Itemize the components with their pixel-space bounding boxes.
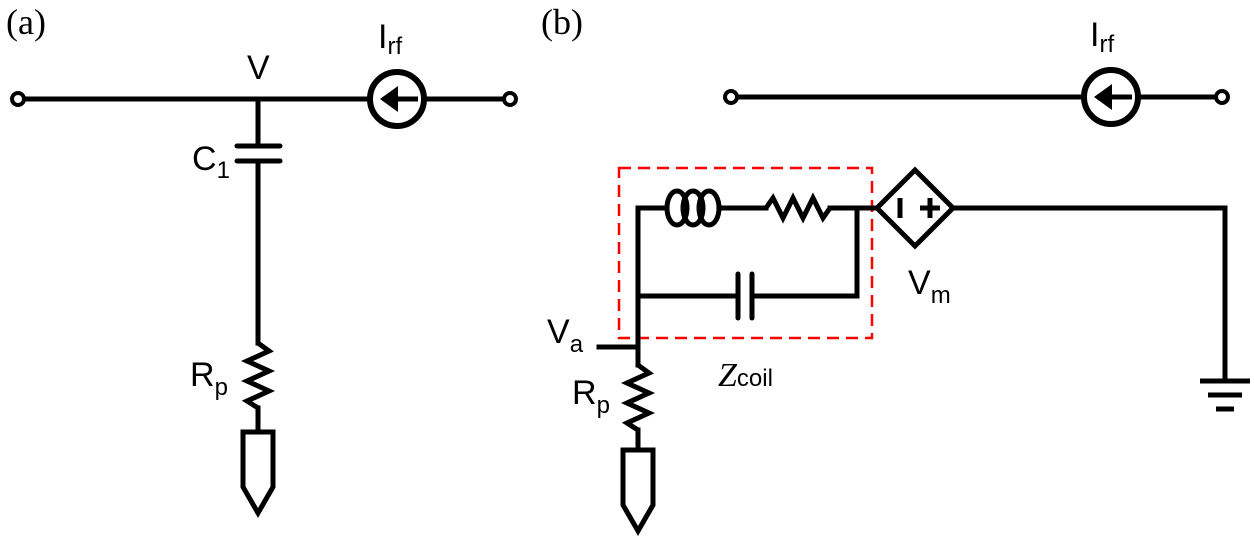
panel-a: (a) V Irf C1 Rp <box>6 2 518 519</box>
arrow-left-icon <box>380 86 398 112</box>
panel-b-coil-box <box>617 166 874 340</box>
panel-a-probe <box>240 429 276 519</box>
arrow-left-icon <box>1094 84 1112 110</box>
panel-a-capacitor-label: C1 <box>192 140 230 184</box>
panel-b-resistor <box>620 362 656 433</box>
panel-b-tag: (b) <box>541 2 583 42</box>
panel-b-probe <box>620 447 656 537</box>
panel-a-resistor <box>240 340 276 411</box>
panel-b-right-terminal <box>1214 89 1230 105</box>
panel-a-left-terminal <box>10 91 26 107</box>
panel-b-va-label: Va <box>547 313 584 358</box>
panel-a-current-source <box>367 69 427 129</box>
panel-b: (b) Irf <box>541 2 1250 537</box>
panel-a-right-terminal <box>502 91 518 107</box>
panel-b-coil-label: Zcoil <box>718 357 773 394</box>
panel-a-source-label: Irf <box>378 18 402 60</box>
panel-a-node-label: V <box>247 49 270 87</box>
panel-b-left-terminal <box>723 89 739 105</box>
panel-b-inductor <box>664 188 722 228</box>
panel-b-current-source <box>1081 67 1141 127</box>
panel-b-coil-resistor <box>763 192 833 224</box>
panel-b-resistor-label: Rp <box>572 374 610 419</box>
panel-b-source-label: Irf <box>1090 16 1114 58</box>
panel-a-tag: (a) <box>6 2 46 42</box>
panel-b-dependent-source <box>873 166 957 250</box>
panel-a-resistor-label: Rp <box>190 356 228 401</box>
panel-b-vm-label: Vm <box>908 264 951 309</box>
ground-icon <box>1200 378 1250 412</box>
